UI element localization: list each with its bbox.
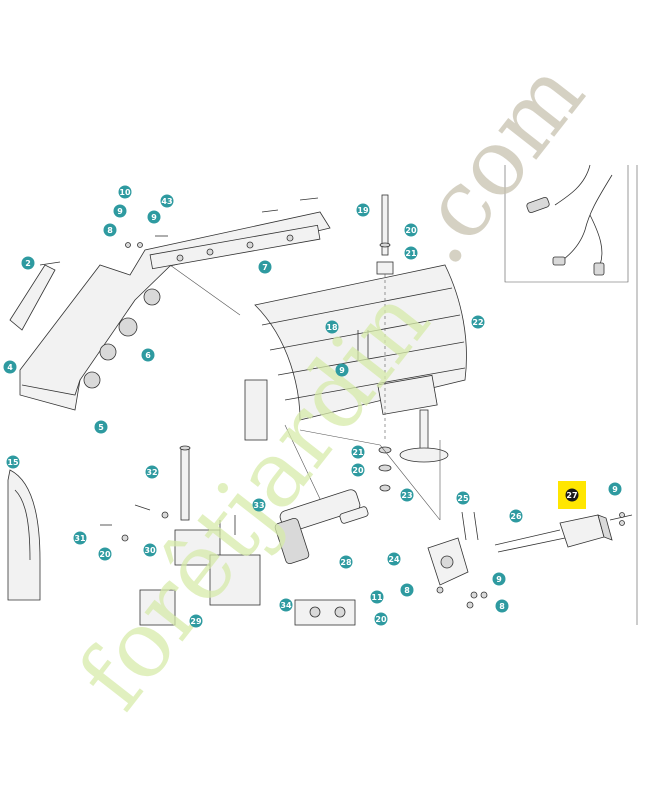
callout-label: 9 bbox=[339, 366, 345, 375]
callout-8[interactable]: 8 bbox=[103, 223, 117, 237]
callout-7[interactable]: 7 bbox=[258, 260, 272, 274]
left-lower-frame bbox=[7, 469, 41, 601]
callout-22[interactable]: 22 bbox=[471, 315, 485, 329]
guide-line-1 bbox=[299, 429, 441, 521]
callout-label: 8 bbox=[107, 226, 113, 235]
guide-line-3 bbox=[169, 264, 241, 316]
callout-18[interactable]: 18 bbox=[325, 320, 339, 334]
callout-20[interactable]: 20 bbox=[351, 463, 365, 477]
left-arm-assembly bbox=[9, 211, 331, 411]
callout-30[interactable]: 30 bbox=[143, 543, 157, 557]
callout-label: 28 bbox=[340, 558, 352, 567]
callout-label: 6 bbox=[145, 351, 151, 360]
callout-label: 15 bbox=[7, 458, 19, 467]
lower-parts bbox=[139, 589, 356, 626]
callout-label: 18 bbox=[326, 323, 338, 332]
callout-28[interactable]: 28 bbox=[339, 555, 353, 569]
callout-label: 43 bbox=[161, 197, 172, 206]
callout-15[interactable]: 15 bbox=[6, 455, 20, 469]
callout-label: 8 bbox=[499, 602, 505, 611]
callout-23[interactable]: 23 bbox=[400, 488, 414, 502]
callout-8[interactable]: 8 bbox=[400, 583, 414, 597]
callout-label: 20 bbox=[99, 550, 111, 559]
lower-mount bbox=[100, 445, 261, 606]
callout-label: 29 bbox=[190, 617, 202, 626]
callout-label: 2 bbox=[25, 259, 31, 268]
callout-label: 7 bbox=[262, 263, 268, 272]
callout-label: 23 bbox=[401, 491, 412, 500]
callout-label: 8 bbox=[404, 586, 410, 595]
mounting-bracket bbox=[427, 511, 488, 609]
watermark-main-text: forêtjardin bbox=[58, 269, 450, 729]
callout-27[interactable]: 27 bbox=[565, 488, 579, 502]
callout-43[interactable]: 43 bbox=[160, 194, 174, 208]
callout-9[interactable]: 9 bbox=[147, 210, 161, 224]
callout-label: 33 bbox=[253, 501, 264, 510]
callout-label: 20 bbox=[352, 466, 364, 475]
callout-2[interactable]: 2 bbox=[21, 256, 35, 270]
housing-27 bbox=[559, 512, 633, 548]
watermark: forêtjardin .com bbox=[58, 42, 605, 729]
callout-6[interactable]: 6 bbox=[141, 348, 155, 362]
callout-label: 20 bbox=[405, 226, 417, 235]
callout-label: 24 bbox=[388, 555, 400, 564]
callout-19[interactable]: 19 bbox=[356, 203, 370, 217]
linear-actuator bbox=[274, 489, 369, 565]
callout-24[interactable]: 24 bbox=[387, 552, 401, 566]
callout-label: 5 bbox=[98, 423, 104, 432]
callout-20[interactable]: 20 bbox=[374, 612, 388, 626]
callout-label: 34 bbox=[280, 601, 292, 610]
callout-20[interactable]: 20 bbox=[404, 223, 418, 237]
callout-label: 4 bbox=[7, 363, 13, 372]
callout-20[interactable]: 20 bbox=[98, 547, 112, 561]
callout-label: 26 bbox=[510, 512, 522, 521]
pivot-pin-stack bbox=[376, 194, 394, 492]
inset-box bbox=[504, 165, 629, 283]
callout-11[interactable]: 11 bbox=[370, 590, 384, 604]
callout-label: 27 bbox=[566, 491, 577, 500]
disc-spring bbox=[399, 409, 449, 463]
callout-8[interactable]: 8 bbox=[495, 599, 509, 613]
plow-blade bbox=[244, 264, 467, 441]
post-bolts bbox=[357, 330, 369, 360]
callout-label: 10 bbox=[119, 188, 131, 197]
rods bbox=[494, 529, 566, 553]
callout-label: 19 bbox=[357, 206, 369, 215]
callout-label: 11 bbox=[371, 593, 383, 602]
watermark-suffix-text: .com bbox=[383, 42, 605, 284]
callout-21[interactable]: 21 bbox=[404, 246, 418, 260]
callout-label: 9 bbox=[151, 213, 157, 222]
callout-4[interactable]: 4 bbox=[3, 360, 17, 374]
callout-25[interactable]: 25 bbox=[456, 491, 470, 505]
callout-label: 25 bbox=[457, 494, 469, 503]
top-bolts bbox=[125, 197, 319, 248]
callout-10[interactable]: 10 bbox=[118, 185, 132, 199]
callout-9[interactable]: 9 bbox=[335, 363, 349, 377]
callout-5[interactable]: 5 bbox=[94, 420, 108, 434]
callout-32[interactable]: 32 bbox=[145, 465, 159, 479]
callout-34[interactable]: 34 bbox=[279, 598, 293, 612]
callout-label: 32 bbox=[146, 468, 157, 477]
callout-label: 9 bbox=[117, 207, 123, 216]
callout-label: 22 bbox=[472, 318, 483, 327]
callout-label: 31 bbox=[74, 534, 86, 543]
callout-29[interactable]: 29 bbox=[189, 614, 203, 628]
callout-21[interactable]: 21 bbox=[351, 445, 365, 459]
callout-9[interactable]: 9 bbox=[608, 482, 622, 496]
callout-label: 21 bbox=[405, 249, 417, 258]
callout-label: 20 bbox=[375, 615, 387, 624]
callout-label: 9 bbox=[612, 485, 618, 494]
callout-label: 21 bbox=[352, 448, 364, 457]
callout-9[interactable]: 9 bbox=[113, 204, 127, 218]
inset-cable-harness bbox=[526, 164, 613, 276]
callout-26[interactable]: 26 bbox=[509, 509, 523, 523]
callout-label: 9 bbox=[496, 575, 502, 584]
callout-31[interactable]: 31 bbox=[73, 531, 87, 545]
callout-9[interactable]: 9 bbox=[492, 572, 506, 586]
callout-label: 30 bbox=[144, 546, 156, 555]
callout-33[interactable]: 33 bbox=[252, 498, 266, 512]
